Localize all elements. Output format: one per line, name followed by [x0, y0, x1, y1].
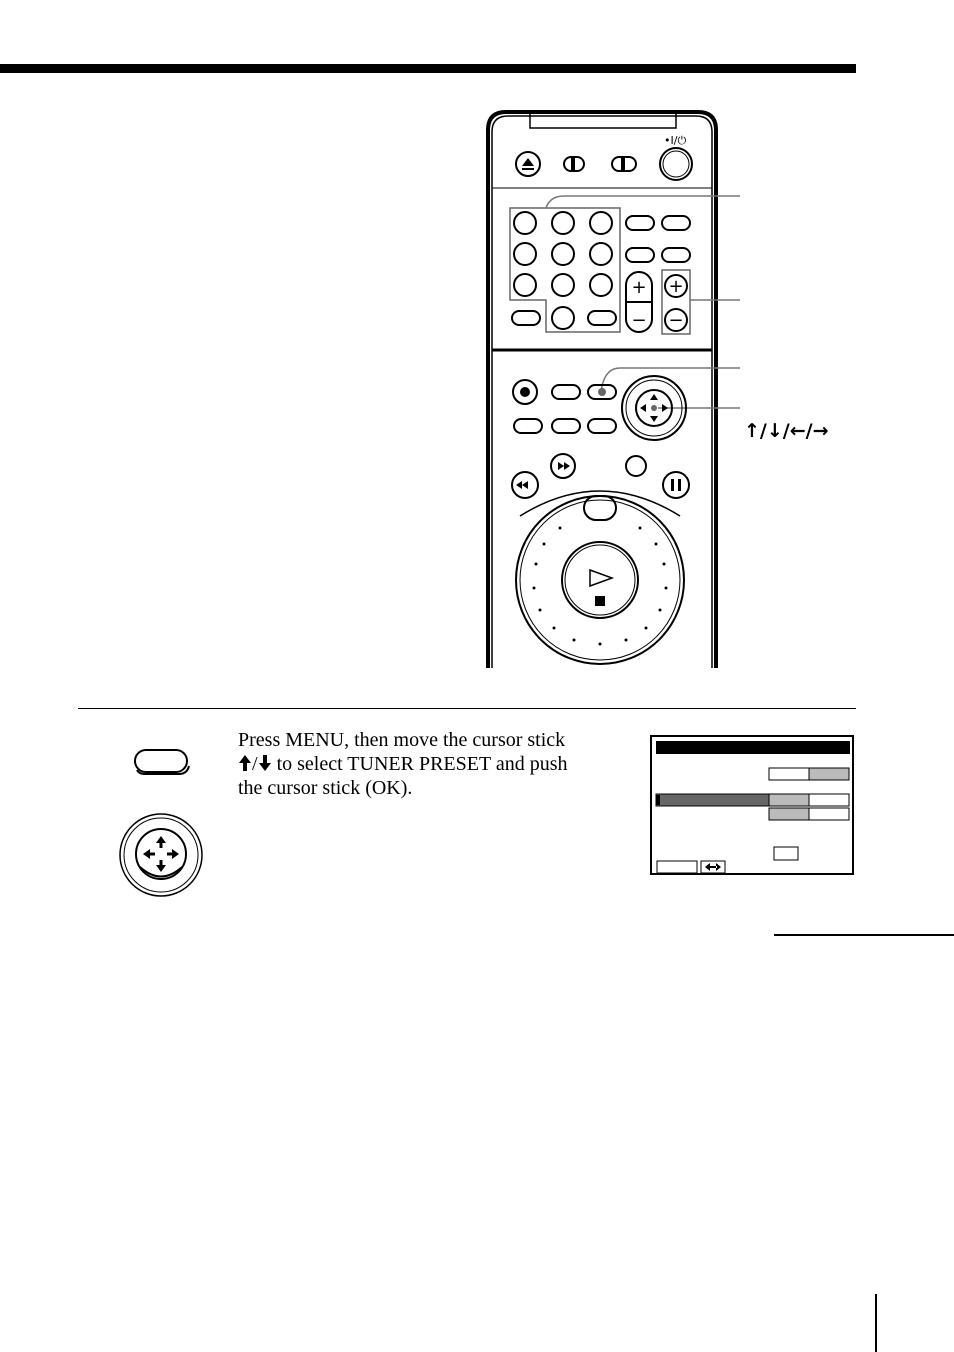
tuner-preset-osd-screen [650, 735, 854, 875]
arrow-down-icon [258, 755, 271, 771]
step-line-2: / to select TUNER PRESET and push [238, 752, 618, 776]
step-line-3: the cursor stick (OK). [238, 777, 413, 799]
eject-button[interactable] [515, 151, 541, 177]
mode-switch-1[interactable] [563, 156, 585, 172]
section-rule [78, 708, 856, 709]
step-line-2-text: to select TUNER PRESET and push [271, 753, 568, 775]
svg-text:−: − [668, 310, 683, 331]
svg-text:+: + [631, 277, 646, 298]
power-button[interactable]: •I/⏻ [659, 134, 693, 181]
svg-text:+: + [668, 276, 683, 297]
continued-rule [774, 934, 954, 936]
step-line-1: Press MENU, then move the cursor stick [238, 729, 566, 751]
menu-button-icon [134, 749, 190, 775]
osd-graphic [655, 741, 850, 874]
arrow-up-icon [239, 755, 251, 771]
svg-text:•I/⏻: •I/⏻ [664, 134, 686, 147]
cursor-arrows-callout: ↑/↓/←/→ [744, 420, 829, 442]
cursor-stick-icon [119, 813, 203, 897]
remote-control-illustration: •I/⏻ + − + − [486, 110, 740, 668]
page-corner-rule [875, 1294, 877, 1352]
mode-switch-2[interactable] [611, 156, 637, 172]
cursor-arrows-label: ↑/↓/←/→ [744, 420, 829, 442]
svg-text:−: − [631, 310, 646, 331]
step-instructions: Press MENU, then move the cursor stick /… [238, 728, 618, 800]
top-rule [0, 64, 856, 73]
